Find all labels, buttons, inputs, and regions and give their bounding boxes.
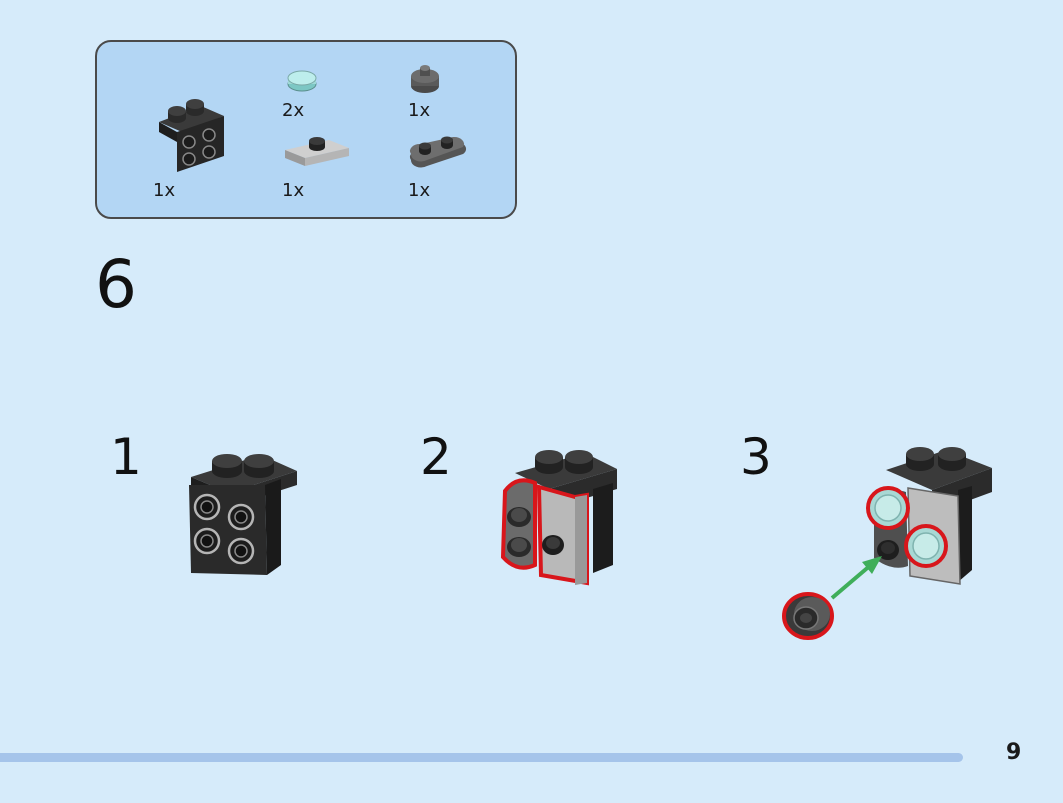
part-quantity: 1x [408, 180, 431, 201]
plate-1x2-jumper-light-gray-icon [285, 137, 349, 166]
substep-number: 1 [110, 428, 142, 486]
step-number: 6 [95, 246, 137, 323]
part-quantity: 1x [282, 180, 305, 201]
part-quantity: 1x [153, 180, 176, 201]
bracket-build-1 [189, 454, 297, 575]
round-tile-1x1-trans-light-blue-icon [287, 70, 317, 92]
page-number: 9 [1006, 740, 1022, 765]
part-quantity: 1x [408, 100, 431, 121]
substep-number: 2 [420, 428, 452, 486]
part-quantity: 2x [282, 100, 305, 121]
progress-bar [0, 753, 963, 762]
round-plate-1x1-dark-gray-icon [411, 65, 439, 93]
bracket-build-3 [782, 447, 992, 640]
bracket-build-2 [500, 450, 617, 586]
parts-list-box: 1x 2x 1x 1x 1x [95, 40, 517, 219]
plate-1x2-rounded-dark-gray-icon [410, 136, 467, 168]
bracket-1x2-2x2-black-icon [159, 99, 224, 172]
substep-number: 3 [740, 428, 772, 486]
